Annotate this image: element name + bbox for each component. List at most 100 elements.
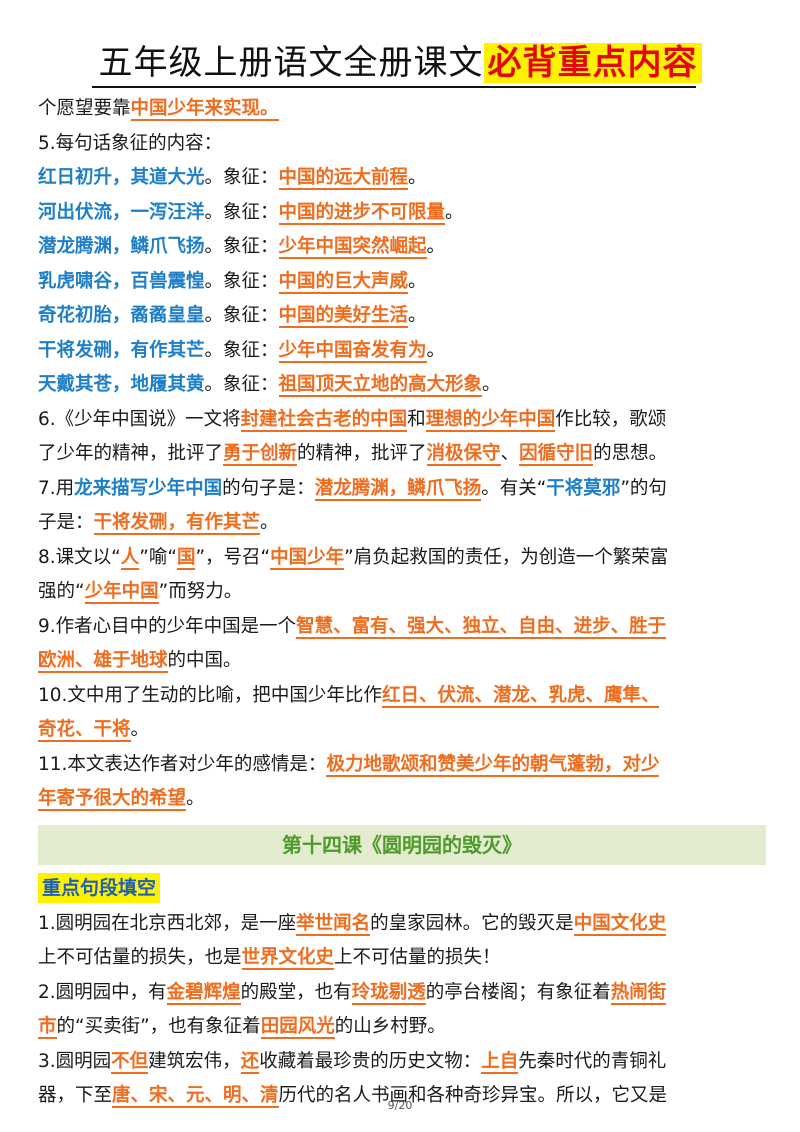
lesson-13-notes: 个愿望要靠中国少年来实现。 5.每句话象征的内容： 红日初升，其道大光。象征：中国的… (38, 92, 766, 817)
page-title-highlight: 必背重点内容 (483, 43, 702, 83)
key-answer: 市 (38, 1016, 57, 1039)
text-segment: 的句子是： (222, 477, 315, 499)
key-answer: 举世闻名 (296, 912, 371, 936)
text-segment: ”喻“ (139, 546, 177, 568)
key-answer: 少年中国 (84, 581, 159, 604)
section-tag: 重点句段填空 (38, 872, 161, 903)
text-line: 子是：干将发硎，有作其芒。 (38, 506, 766, 541)
key-answer: 世界文化史 (241, 947, 335, 970)
key-answer: 勇于创新 (223, 443, 298, 466)
text-line: 天戴其苍，地履其黄。象征：祖国顶天立地的高大形象。 (38, 368, 766, 403)
text-segment: 。 (426, 339, 446, 361)
text-line: 器，下至唐、宋、元、明、清历代的名人书画和各种奇珍异宝。所以，它又是 (38, 1079, 766, 1114)
text-segment: 子是： (38, 512, 94, 533)
key-answer: 中国文化史 (573, 912, 667, 936)
text-segment: 。 (408, 270, 427, 292)
text-line: 个愿望要靠中国少年来实现。 (38, 92, 766, 127)
text-segment: 。象征： (204, 167, 279, 188)
text-segment: 。 (426, 236, 446, 257)
key-answer: 金碧辉煌 (166, 981, 241, 1005)
text-segment: 个愿望要靠 (38, 98, 131, 119)
lesson-heading: 第十四课《圆明园的毁灭》 (38, 824, 766, 865)
text-line: 奇花、干将。 (38, 713, 766, 748)
text-segment: 8.课文以“ (38, 546, 121, 568)
text-segment: 。 (186, 788, 205, 809)
text-segment: ”，号召“ (195, 546, 271, 568)
text-segment: 强的“ (38, 581, 85, 602)
text-segment: 。象征： (204, 270, 279, 292)
page-number: 9/20 (387, 1099, 413, 1112)
text-segment: 建筑宏伟， (148, 1050, 241, 1072)
key-answer: 消极保守 (426, 443, 501, 466)
text-line: 河出伏流，一泻汪洋。象征：中国的进步不可限量。 (38, 196, 766, 231)
text-segment: 历代的名人书画和各种奇珍异宝。所以，它又是 (278, 1085, 668, 1106)
key-answer: 少年中国奋发有为 (278, 339, 427, 363)
text-segment: 。象征： (204, 236, 279, 257)
key-answer: 还 (240, 1050, 260, 1074)
key-answer: 潜龙腾渊，鳞爪飞扬 (314, 477, 482, 501)
text-segment: 的皇家园林。它的毁灭是 (370, 912, 574, 934)
text-segment: 的中国。 (167, 650, 242, 671)
text-segment: ”的句 (620, 477, 667, 499)
text-segment: 的亭台楼阁；有象征着 (425, 981, 611, 1003)
text-segment: 3.圆明园 (38, 1050, 112, 1072)
page-title-main: 五年级上册语文全册课文 (98, 43, 484, 83)
text-segment: 。 (260, 512, 279, 533)
key-answer: 上自 (481, 1050, 519, 1074)
key-phrase: 乳虎啸谷，百兽震惶 (38, 270, 205, 292)
text-segment: 上不可估量的损失！ (334, 947, 501, 968)
content-body: 个愿望要靠中国少年来实现。 5.每句话象征的内容： 红日初升，其道大光。象征：中国的… (38, 92, 766, 1114)
text-line: 欧洲、雄于地球的中国。 (38, 644, 766, 679)
key-answer: 热闹街 (610, 981, 667, 1005)
text-segment: 6.《少年中国说》一文将 (38, 408, 241, 430)
text-segment: ”而努力。 (158, 581, 243, 602)
text-segment: 的山乡村野。 (334, 1016, 446, 1037)
text-line: 红日初升，其道大光。象征：中国的远大前程。 (38, 161, 766, 196)
key-answer: 少年中国突然崛起 (278, 236, 427, 259)
text-segment: 作比较，歌颂 (555, 408, 667, 430)
key-answer: 极力地歌颂和赞美少年的朝气蓬勃，对少 (326, 753, 660, 777)
key-answer: 封建社会古老的中国 (240, 408, 408, 432)
text-segment: 、 (500, 443, 520, 464)
text-line: 强的“少年中国”而努力。 (38, 575, 766, 610)
text-segment: 1.圆明园在北京西北郊，是一座 (38, 912, 297, 934)
text-segment: 11.本文表达作者对少年的感情是： (38, 753, 327, 775)
key-answer: 不但 (111, 1050, 149, 1074)
text-segment: 。有关“ (481, 477, 547, 499)
text-segment: ”肩负起救国的责任，为创造一个繁荣富 (344, 546, 669, 568)
key-answer: 中国的美好生活 (278, 305, 409, 328)
text-segment: 9.作者心目中的少年中国是一个 (38, 615, 297, 637)
text-segment: 了少年的精神，批评了 (38, 443, 224, 464)
text-line: 11.本文表达作者对少年的感情是：极力地歌颂和赞美少年的朝气蓬勃，对少 (38, 748, 766, 783)
key-phrase: 干将莫邪 (546, 477, 621, 499)
key-phrase: 河出伏流，一泻汪洋 (38, 201, 205, 223)
text-line: 9.作者心目中的少年中国是一个智慧、富有、强大、独立、自由、进步、胜于 (38, 610, 766, 645)
key-answer: 中国的进步不可限量 (278, 201, 446, 225)
text-line: 潜龙腾渊，鳞爪飞扬。象征：少年中国突然崛起。 (38, 230, 766, 265)
text-segment: 和 (407, 408, 426, 430)
key-answer: 唐、宋、元、明、清 (112, 1085, 279, 1108)
key-answer: 红日、伏流、潜龙、乳虎、鹰隼、 (381, 684, 660, 708)
text-segment: 。 (445, 201, 464, 223)
key-answer: 中国少年来实现。 (130, 98, 279, 121)
lesson-14-notes: 1.圆明园在北京西北郊，是一座举世闻名的皇家园林。它的毁灭是中国文化史上不可估量… (38, 907, 766, 1114)
text-segment: 。 (130, 719, 150, 740)
key-answer: 奇花、干将 (38, 719, 131, 742)
key-answer: 欧洲、雄于地球 (38, 650, 168, 673)
text-line: 8.课文以“人”喻“国”，号召“中国少年”肩负起救国的责任，为创造一个繁荣富 (38, 541, 766, 576)
page-title: 五年级上册语文全册课文必背重点内容 (0, 38, 800, 88)
text-line: 7.用龙来描写少年中国的句子是：潜龙腾渊，鳞爪飞扬。有关“干将莫邪”的句 (38, 472, 766, 507)
text-line: 市的“买卖街”，也有象征着田园风光的山乡村野。 (38, 1010, 766, 1045)
text-segment: 。象征： (204, 339, 279, 361)
text-segment: 的“买卖街”，也有象征着 (56, 1016, 261, 1037)
key-phrase: 干将发硎，有作其芒 (38, 339, 205, 361)
key-answer: 中国少年 (270, 546, 345, 570)
key-answer: 国 (176, 546, 196, 570)
text-segment: 的殿堂，也有 (240, 981, 352, 1003)
text-segment: 收藏着最珍贵的历史文物： (259, 1050, 482, 1072)
text-line: 6.《少年中国说》一文将封建社会古老的中国和理想的少年中国作比较，歌颂 (38, 403, 766, 438)
key-answer: 人 (120, 546, 140, 570)
key-answer: 玲珑剔透 (351, 981, 426, 1005)
text-segment: 5.每句话象征的内容： (38, 132, 223, 154)
